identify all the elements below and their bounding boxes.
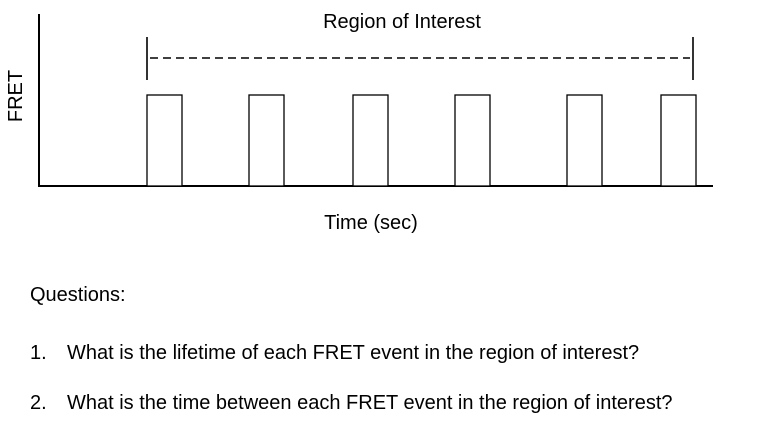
fret-pulse-3 [352,94,389,187]
question-item-2: 2. What is the time between each FRET ev… [30,391,755,415]
question-text: What is the time between each FRET event… [67,392,673,414]
question-text: What is the lifetime of each FRET event … [67,342,640,364]
region-of-interest-title: Region of Interest [323,11,481,33]
fret-diagram: Region of Interest FRET Time (sec) [5,11,713,234]
fret-pulse-1 [146,94,183,187]
question-list: 1. What is the lifetime of each FRET eve… [30,341,755,415]
questions-heading: Questions: [30,284,126,306]
question-number: 2. [30,392,47,414]
questions-section: Questions: 1. What is the lifetime of ea… [30,283,755,441]
x-axis-label: Time (sec) [324,212,418,234]
region-bracket [146,37,694,80]
fret-pulse-2 [248,94,285,187]
question-number: 1. [30,342,47,364]
question-item-1: 1. What is the lifetime of each FRET eve… [30,341,755,365]
y-axis-label: FRET [5,70,27,122]
fret-pulses [146,94,697,187]
fret-pulse-6 [660,94,697,187]
fret-pulse-5 [566,94,603,187]
fret-pulse-4 [454,94,491,187]
